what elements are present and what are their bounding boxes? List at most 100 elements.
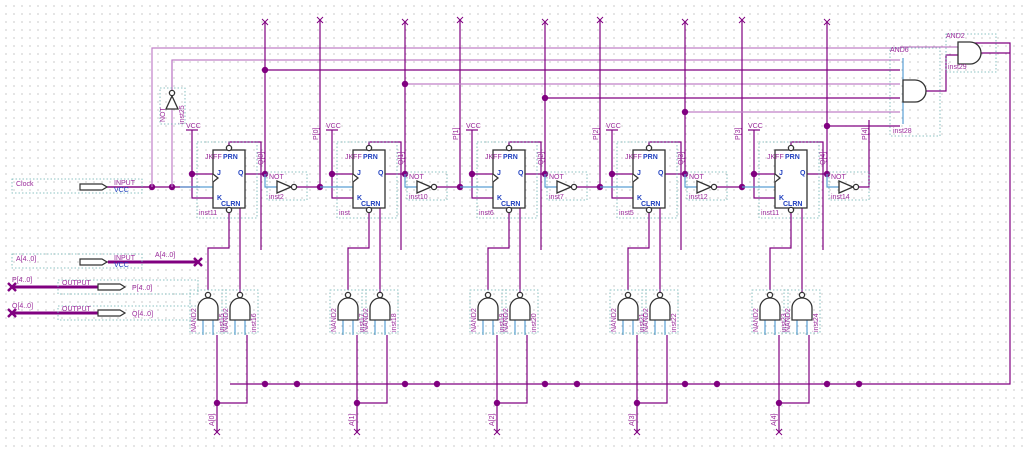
- output-pin-icon[interactable]: [97, 309, 127, 317]
- vcc-k-net[interactable]: [331, 174, 353, 199]
- unconnected-terminal-icon: [261, 18, 269, 26]
- not-input[interactable]: [404, 174, 417, 188]
- not-gate-frame: [828, 171, 870, 201]
- and2-gate-symbol[interactable]: [957, 41, 982, 65]
- gate-type-label: NAND2: [471, 308, 478, 332]
- inverted-q-net[interactable]: [859, 120, 870, 188]
- vcc-j-net[interactable]: [191, 130, 213, 175]
- not-gate-symbol[interactable]: [696, 180, 713, 194]
- and6-output[interactable]: [926, 54, 960, 92]
- and6-type-label: AND6: [890, 47, 909, 54]
- gate-inst-label: inst12: [689, 194, 708, 201]
- clrn-net[interactable]: [627, 212, 650, 290]
- clrn-net[interactable]: [769, 212, 792, 290]
- vcc-k-net[interactable]: [611, 174, 633, 199]
- not-input[interactable]: [544, 174, 557, 188]
- vcc-k-net[interactable]: [191, 174, 213, 199]
- nand-gate-symbol[interactable]: [791, 297, 813, 321]
- k-pin-label: K: [779, 195, 784, 202]
- wire-layer: [7, 16, 1011, 436]
- nand-gate-symbol[interactable]: [229, 297, 251, 321]
- q-net-label: Q[3]: [678, 152, 685, 165]
- nand-gate-symbol[interactable]: [337, 297, 359, 321]
- q-pin-label: Q: [658, 170, 664, 177]
- vcc-k-net[interactable]: [471, 174, 493, 199]
- a-fanout[interactable]: [637, 335, 668, 404]
- nand-gate-symbol[interactable]: [617, 297, 639, 321]
- inversion-bubble: [852, 183, 860, 191]
- q-pin-label: Q: [378, 170, 384, 177]
- x-stroke: [456, 16, 464, 24]
- unconnected-terminal-icon: [493, 428, 501, 436]
- not-input[interactable]: [826, 174, 839, 188]
- gate-type-label: NAND2: [611, 308, 618, 332]
- gate-type-label: NAND2: [785, 308, 792, 332]
- prn-net[interactable]: [228, 141, 262, 250]
- vcc-j-net[interactable]: [611, 130, 633, 175]
- clrn-pin-label: CLRN: [361, 201, 380, 208]
- output-pin-name: P[4..0]: [132, 285, 152, 292]
- input-pin-name: A[4..0]: [16, 256, 36, 263]
- prn-net[interactable]: [508, 141, 542, 250]
- nand-gate-symbol[interactable]: [509, 297, 531, 321]
- p-net-label: P[0]: [313, 127, 320, 140]
- nand-gate-symbol[interactable]: [649, 297, 671, 321]
- nand-gate-symbol[interactable]: [477, 297, 499, 321]
- vcc-j-net[interactable]: [753, 130, 775, 175]
- a-fanout[interactable]: [779, 335, 810, 404]
- not-input[interactable]: [264, 174, 277, 188]
- jkff-frame: [616, 141, 678, 219]
- reset-rail[interactable]: [230, 42, 1011, 385]
- jkff-inst-label: inst11: [761, 210, 779, 217]
- not-gate-symbol[interactable]: [276, 180, 293, 194]
- clrn-net[interactable]: [347, 212, 370, 290]
- unconnected-terminal-icon: [633, 428, 641, 436]
- x-stroke: [353, 428, 361, 436]
- nand-gate-symbol[interactable]: [197, 297, 219, 321]
- clrn-net[interactable]: [207, 212, 230, 290]
- not-input[interactable]: [684, 174, 697, 188]
- q-pin-label: Q: [518, 170, 524, 177]
- a-bit-label: A[0]: [209, 413, 216, 426]
- inversion-bubble: [624, 291, 632, 299]
- gate-type-label: NAND2: [643, 308, 650, 332]
- output-pin-icon[interactable]: [97, 283, 127, 291]
- not-gate-symbol[interactable]: [838, 180, 855, 194]
- input-pin-icon[interactable]: [79, 258, 109, 266]
- prn-net[interactable]: [790, 141, 824, 250]
- and6-gate-symbol[interactable]: [902, 79, 927, 103]
- not-gate-frame: [406, 171, 448, 201]
- jkff-symbol[interactable]: [492, 149, 526, 209]
- prn-bubble: [505, 144, 513, 152]
- nand-gate-symbol[interactable]: [759, 297, 781, 321]
- x-stroke: [541, 18, 549, 26]
- a-fanout[interactable]: [497, 335, 528, 404]
- x-stroke: [316, 16, 324, 24]
- gate-type-label: NOT: [409, 174, 425, 181]
- not-gate-symbol[interactable]: [556, 180, 573, 194]
- input-pin-icon[interactable]: [79, 183, 109, 191]
- clrn-bubble: [645, 206, 653, 214]
- nand-gate-symbol[interactable]: [369, 297, 391, 321]
- vcc-j-net[interactable]: [471, 130, 493, 175]
- clrn-net[interactable]: [487, 212, 510, 290]
- rail-1[interactable]: [151, 47, 900, 187]
- vcc-k-net[interactable]: [753, 174, 775, 199]
- unconnected-terminal-icon: [738, 16, 746, 24]
- jkff-symbol[interactable]: [352, 149, 386, 209]
- clock-triangle-icon: [492, 173, 500, 183]
- not-gate-symbol[interactable]: [416, 180, 433, 194]
- clrn-pin-label: CLRN: [221, 201, 240, 208]
- inversion-bubble: [344, 291, 352, 299]
- prn-net[interactable]: [648, 141, 682, 250]
- not-gate-symbol[interactable]: [164, 94, 180, 110]
- a-fanout[interactable]: [357, 335, 388, 404]
- a-fanout[interactable]: [217, 335, 248, 404]
- q-net-label: Q[2]: [538, 152, 545, 165]
- k-pin-label: K: [357, 195, 362, 202]
- inversion-bubble: [798, 291, 806, 299]
- vcc-j-net[interactable]: [331, 130, 353, 175]
- a-bit-label: A[2]: [489, 413, 496, 426]
- prn-net[interactable]: [368, 141, 402, 250]
